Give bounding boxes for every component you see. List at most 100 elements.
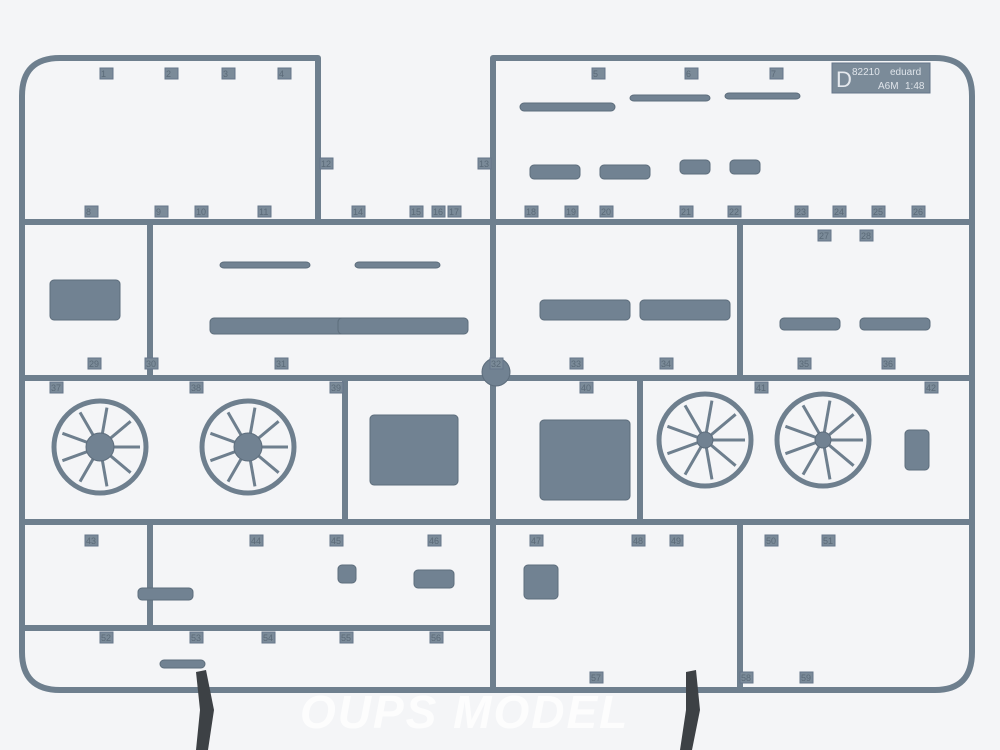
part-number-tag: 15 — [409, 205, 424, 218]
part-number-tag: 33 — [569, 357, 584, 370]
wheel-hub — [696, 431, 714, 449]
part-number: 3 — [223, 69, 228, 79]
sprue-letter: D — [836, 67, 852, 92]
model-part — [904, 429, 930, 471]
wheel-hub — [85, 432, 115, 462]
part-number-tag: 55 — [339, 631, 354, 644]
model-part — [337, 317, 469, 335]
part-number: 21 — [681, 207, 691, 217]
part-number: 45 — [331, 536, 341, 546]
wheel-rim — [199, 398, 297, 496]
model-part — [639, 299, 731, 321]
part-number: 9 — [156, 207, 161, 217]
part-number-tag: 52 — [99, 631, 114, 644]
part-number: 44 — [251, 536, 261, 546]
wheel-rim — [51, 398, 149, 496]
wheel-hub — [814, 431, 832, 449]
part-number: 58 — [741, 673, 751, 683]
part-number-tag: 11 — [257, 205, 272, 218]
part-number-tag: 51 — [821, 534, 836, 547]
wheel-rim — [774, 391, 872, 489]
part-number-tag: 21 — [679, 205, 694, 218]
part-number-tag: 24 — [832, 205, 847, 218]
part-number-tag: 44 — [249, 534, 264, 547]
part-number-tag: 58 — [739, 671, 754, 684]
part-number: 38 — [191, 383, 201, 393]
part-number-tag: 43 — [84, 534, 99, 547]
part-number: 34 — [661, 359, 671, 369]
model-part — [369, 414, 459, 486]
part-number: 16 — [433, 207, 443, 217]
part-number-tag: 9 — [154, 205, 169, 218]
part-number-tag: 42 — [924, 381, 939, 394]
part-number-tag: 10 — [194, 205, 209, 218]
part-number: 47 — [531, 536, 541, 546]
part-number: 15 — [411, 207, 421, 217]
part-number: 51 — [823, 536, 833, 546]
part-number: 17 — [449, 207, 459, 217]
model-part — [599, 164, 651, 180]
part-number: 19 — [566, 207, 576, 217]
part-number: 48 — [633, 536, 643, 546]
part-number: 35 — [799, 359, 809, 369]
part-number-tag: 49 — [669, 534, 684, 547]
part-number: 13 — [479, 159, 489, 169]
part-number: 26 — [913, 207, 923, 217]
part-number-tag: 2 — [164, 67, 179, 80]
part-number: 27 — [819, 231, 829, 241]
wheel-hub — [233, 432, 263, 462]
part-number-tag: 28 — [859, 229, 874, 242]
model-part — [354, 261, 441, 269]
part-number: 6 — [686, 69, 691, 79]
watermark: OUPS MODEL — [300, 686, 629, 738]
model-part — [519, 102, 616, 112]
part-number-tag: 54 — [261, 631, 276, 644]
part-number-tag: 35 — [797, 357, 812, 370]
part-number: 10 — [196, 207, 206, 217]
part-number: 32 — [491, 359, 501, 369]
part-number: 25 — [873, 207, 883, 217]
model-part — [724, 92, 801, 100]
part-number-tag: 1 — [99, 67, 114, 80]
part-number: 4 — [279, 69, 284, 79]
part-number: 23 — [796, 207, 806, 217]
part-number: 50 — [766, 536, 776, 546]
part-number: 33 — [571, 359, 581, 369]
model-part — [159, 659, 206, 669]
part-number-tag: 48 — [631, 534, 646, 547]
scale-text: 1:48 — [905, 81, 925, 92]
part-number: 7 — [771, 69, 776, 79]
part-number: 8 — [86, 207, 91, 217]
part-number: 30 — [146, 359, 156, 369]
part-number-tag: 18 — [524, 205, 539, 218]
part-number: 53 — [191, 633, 201, 643]
part-number: 22 — [729, 207, 739, 217]
model-part — [523, 564, 559, 600]
part-number: 11 — [259, 207, 268, 217]
part-number-tag: 32 — [489, 357, 504, 370]
sprue-frame — [19, 55, 975, 693]
part-number-tag: 40 — [579, 381, 594, 394]
wheel-rim — [656, 391, 754, 489]
part-number-tag: 53 — [189, 631, 204, 644]
model-part — [539, 299, 631, 321]
part-number: 57 — [591, 673, 601, 683]
part-number-tag: 36 — [881, 357, 896, 370]
part-number-tag: 3 — [221, 67, 236, 80]
part-number: 39 — [331, 383, 341, 393]
part-number: 42 — [926, 383, 936, 393]
part-number: 59 — [801, 673, 811, 683]
part-number-tag: 57 — [589, 671, 604, 684]
part-number-tag: 47 — [529, 534, 544, 547]
model-text: A6M — [878, 81, 899, 92]
model-part — [779, 317, 841, 331]
kit-code: 82210 — [852, 67, 880, 78]
model-part — [529, 164, 581, 180]
part-number-tag: 34 — [659, 357, 674, 370]
sprue-label-tag: D 82210 eduard A6M 1:48 — [831, 62, 931, 94]
part-number: 5 — [593, 69, 598, 79]
part-number: 49 — [671, 536, 681, 546]
part-number: 29 — [89, 359, 99, 369]
part-number: 46 — [429, 536, 439, 546]
